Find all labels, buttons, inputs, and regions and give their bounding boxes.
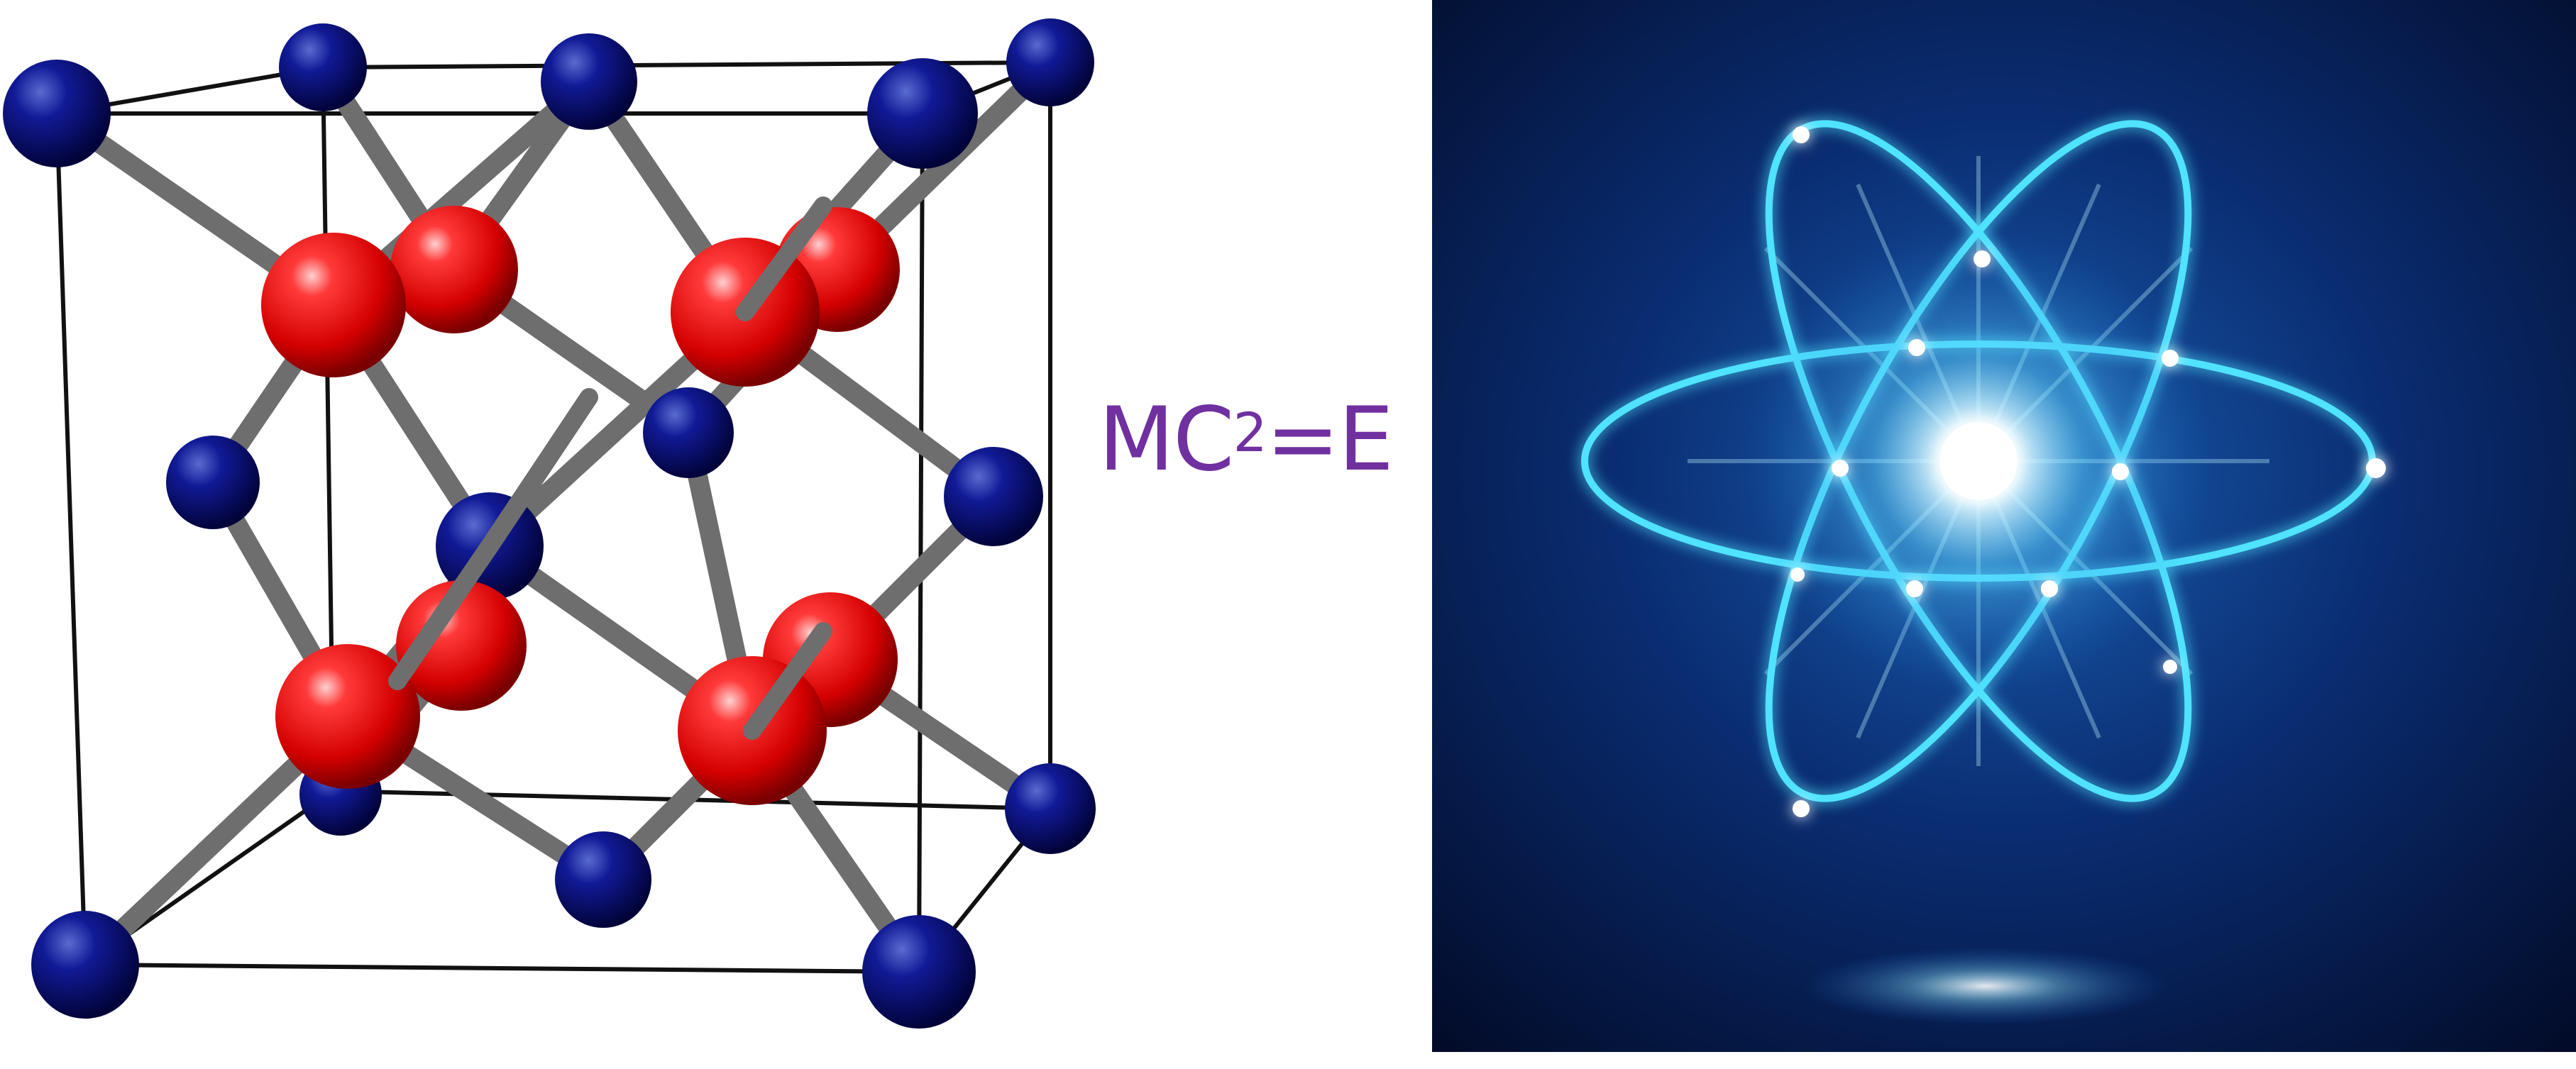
floor-reflection: [1801, 947, 2170, 1025]
equation-rest: =E: [1265, 389, 1394, 491]
atom-illustration: [1432, 0, 2576, 1052]
nucleus: [1939, 422, 2018, 500]
crystal-lattice-illustration: [0, 0, 1114, 1069]
front-bonds: [388, 196, 832, 740]
electrons: [1790, 126, 2386, 817]
equation-base: MC: [1098, 389, 1235, 491]
atom-icon: [1432, 0, 2576, 1052]
crystal-lattice-icon: [3, 18, 1096, 1029]
cation-atoms: [261, 206, 900, 805]
